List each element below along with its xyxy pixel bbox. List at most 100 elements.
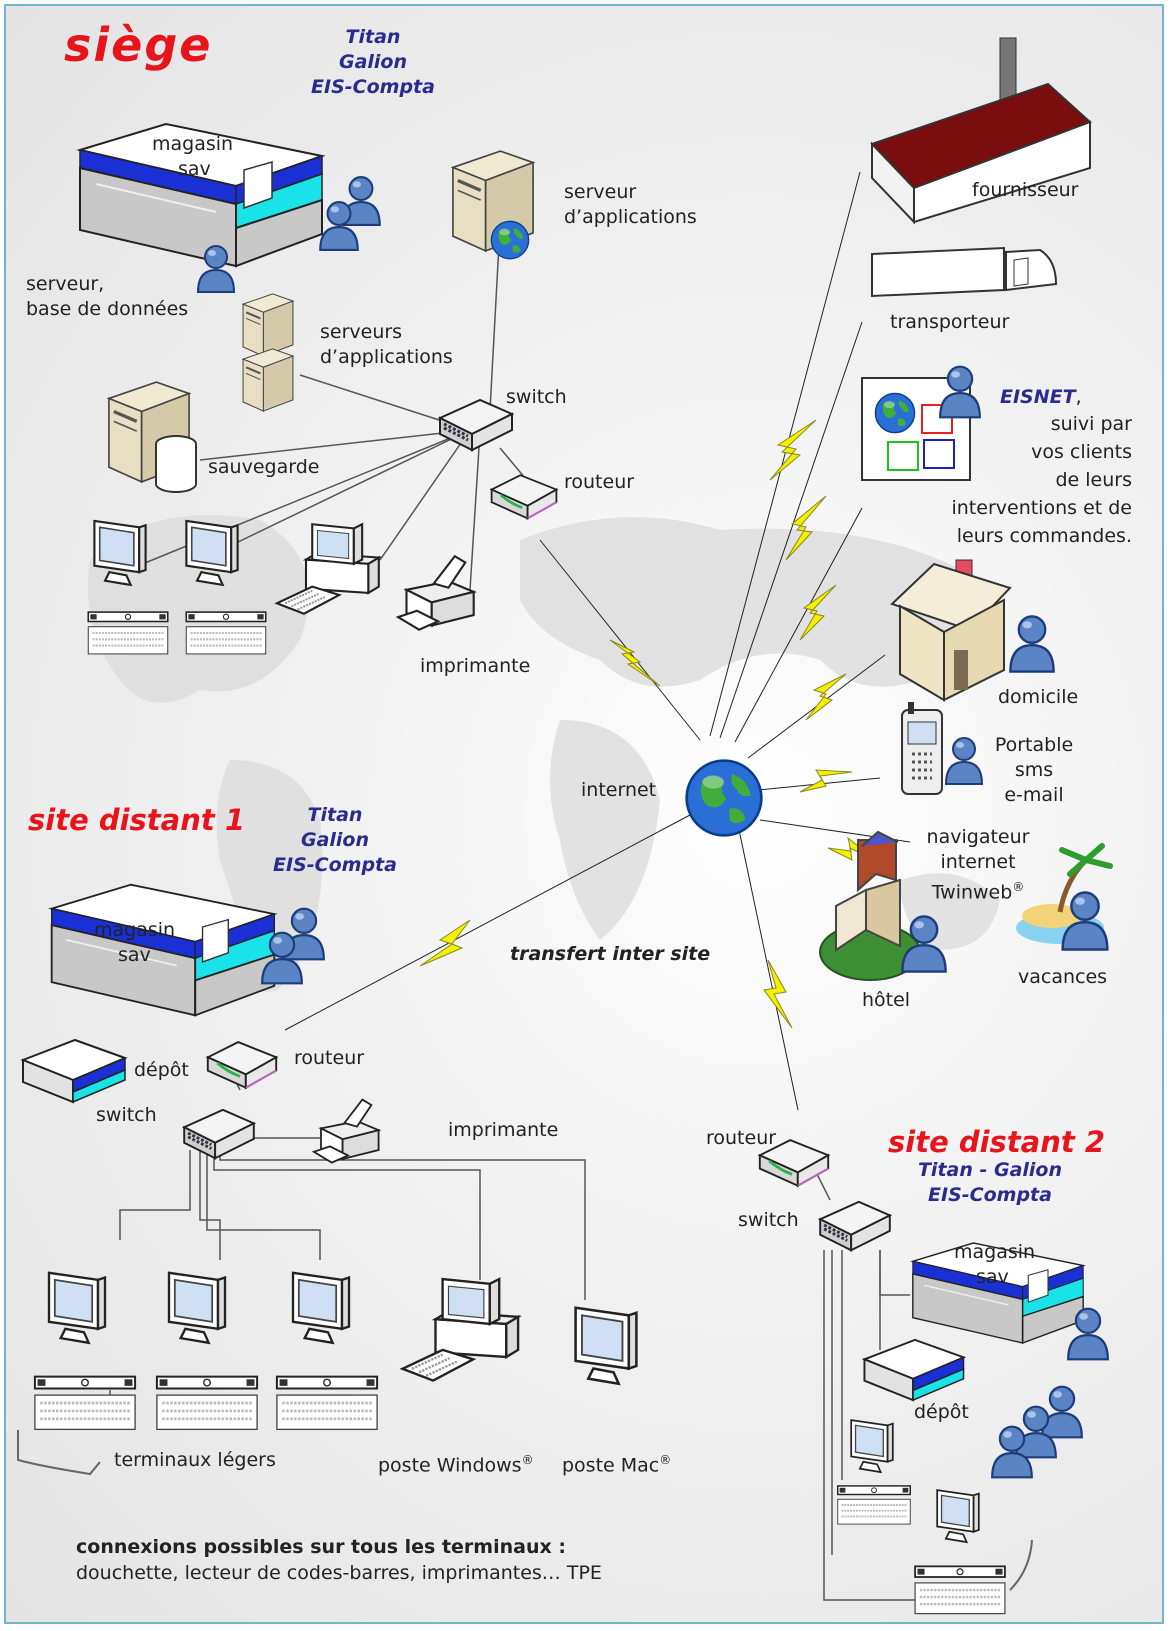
continent-shape [216,760,323,992]
cable [499,447,526,479]
bolt [763,959,793,1029]
barcode-scanner-icon [1009,1539,1033,1591]
thin-client-icon [155,1375,259,1431]
cable [199,429,471,461]
site2-depot-label: dépôt [914,1401,969,1423]
mobile-label: Portable sms e-mail [988,733,1080,808]
site1-store-magasin-label: magasin [94,919,176,941]
network-cables [109,225,920,1601]
siege-router-icon [490,473,558,520]
link-line [719,321,863,739]
cable [879,1250,910,1296]
eisnet-line: de leurs [1055,469,1132,491]
bolt [785,495,827,561]
site1-router-label: routeur [294,1047,365,1069]
cable [206,1150,321,1260]
inter-site-transfer-label: transfert inter site [510,943,711,965]
hotel-icon [819,830,921,981]
person-icon [1009,615,1055,673]
twinweb-name: Twinweb [931,881,1013,904]
cable [379,429,471,561]
label-line: sms [1014,759,1054,781]
mobile-phone-icon [901,702,943,795]
site1-title: site distant 1 [28,803,246,837]
link-line [709,171,861,737]
site2-switch-icon [818,1200,892,1252]
siege-store-sav-label: sav [178,158,211,180]
windows-pc-icon [401,1277,520,1382]
app-name: Galion [300,829,370,851]
mac-label-text: poste Mac [562,1454,660,1477]
globe-badge-icon [490,220,530,260]
thin-client-icon [87,611,169,655]
label-line: internet [940,851,1016,873]
printer-icon [397,555,475,631]
monitor-icon [167,1271,227,1345]
lightning-bolts [419,419,879,1029]
site2-title: site distant 2 [888,1125,1106,1159]
site1-switch-label: switch [96,1104,157,1126]
servers-cluster-icon [241,292,295,413]
truck-icon [871,246,1058,298]
home-label: domicile [998,686,1079,708]
app-name: Galion [338,51,408,73]
site2-router-label: routeur [706,1127,777,1149]
cable [823,1250,920,1601]
cable [199,1150,221,1260]
app-name: Titan [345,26,401,48]
label-line: e-mail [1004,784,1064,806]
site1-store-sav-label: sav [118,944,151,966]
siege-switch-icon [438,398,514,452]
site1-depot-label: dépôt [134,1059,189,1081]
label-line: Portable [994,734,1074,756]
site2-apps: Titan - Galion EIS-Compta [900,1158,1080,1208]
connections-title: connexions possibles sur tous les termin… [76,1536,566,1558]
link-line [539,539,701,741]
eisnet-line: leurs commandes. [956,525,1132,547]
person-icon [1041,1385,1083,1439]
label-line: serveur [564,181,637,203]
continent-shape [550,720,660,940]
label-line: navigateur [926,826,1030,848]
link-line [734,507,863,743]
person-icon [945,737,983,785]
windows-workstation-label: poste Windows® [378,1448,534,1478]
bolt [799,769,853,793]
connections-text: douchette, lecteur de codes-barres, impr… [76,1562,602,1584]
site1-printer-label: imprimante [448,1119,559,1141]
eisnet-name: EISNET [1000,386,1076,408]
siege-title: siège [64,18,213,72]
barcode-scanner-icon [17,1430,101,1476]
monitor-icon [850,1419,894,1474]
registered-mark: ® [1012,880,1025,894]
eisnet-comma: , [1075,386,1082,408]
cable [489,225,501,411]
siege-store-magasin-label: magasin [152,133,234,155]
site2-store-sav-label: sav [976,1266,1009,1288]
supplier-label: fournisseur [972,179,1079,201]
app-name: Titan - Galion [917,1159,1063,1181]
application-servers-label: serveurs d’applications [320,320,453,370]
eisnet-line: vos clients [1031,441,1132,463]
monitor-icon [936,1489,980,1544]
application-server-label: serveur d’applications [564,180,697,230]
eisnet-heading: EISNET, [1000,385,1082,410]
backup-label: sauvegarde [208,456,320,478]
bolt [609,639,661,687]
siege-switch-label: switch [506,386,567,408]
link-line [737,824,799,1111]
browser-label: navigateur internet Twinweb® [918,825,1038,905]
monitor-icon [47,1271,107,1345]
site1-depot-icon [21,1038,127,1104]
printer-icon [312,1098,380,1164]
siege-printer-label: imprimante [420,655,531,677]
house-icon [890,559,1012,702]
cable [219,1150,586,1300]
internet-label: internet [581,779,657,801]
thin-client-icon [275,1375,379,1431]
site1-apps: Titan Galion EIS-Compta [250,803,420,878]
backup-disk-icon [155,435,197,493]
eisnet-line: suivi par [1050,413,1132,435]
registered-mark: ® [659,1453,672,1467]
cable [469,431,481,591]
